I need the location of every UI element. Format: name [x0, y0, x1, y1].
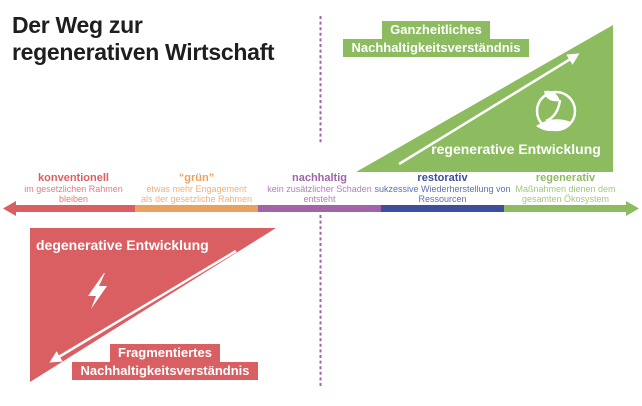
- growth-arrow: [398, 53, 580, 166]
- axis-segment-konventionell: [12, 205, 135, 212]
- page-title: Der Weg zur regenerativen Wirtschaft: [12, 12, 275, 65]
- decline-arrow: [49, 249, 237, 363]
- stage-konventionell: konventionell im gesetzlichen Rahmen ble…: [15, 172, 132, 204]
- stage-description: etwas mehr Engagement als der gesetzlich…: [140, 184, 253, 204]
- stage-description: kein zusätzlicher Schaden entsteht: [267, 184, 372, 204]
- stage-nachhaltig: nachhaltig kein zusätzlicher Schaden ent…: [257, 172, 382, 204]
- degenerative-triangle: [30, 228, 276, 382]
- regenerative-development-label: regenerative Entwicklung: [431, 141, 601, 157]
- stage-description: im gesetzlichen Rahmen bleiben: [24, 184, 123, 204]
- badge-line-2: Nachhaltigkeitsverständnis: [343, 39, 529, 57]
- axis-arrowhead-right: [626, 201, 639, 216]
- axis-segment-regenerativ: [504, 205, 627, 212]
- stage-description: Maßnahmen dienen dem gesamten Ökosystem: [515, 184, 616, 204]
- axis-segment-nachhaltig: [258, 205, 381, 212]
- badge-line-2: Nachhaltigkeitsverständnis: [72, 362, 258, 380]
- badge-line-1: Ganzheitliches: [382, 21, 490, 39]
- fragmented-understanding-badge: Fragmentiertes Nachhaltigkeitsverständni…: [45, 344, 285, 380]
- stage-gruen: “grün” etwas mehr Engagement als der ges…: [140, 172, 253, 204]
- axis-segment-restorativ: [381, 205, 504, 212]
- stage-label: restorativ: [417, 172, 468, 184]
- plant-icon: [535, 90, 577, 132]
- stage-label: konventionell: [38, 172, 109, 184]
- stage-label: nachhaltig: [291, 172, 347, 184]
- stage-description: sukzessive Wiederherstellung von Ressour…: [374, 184, 511, 204]
- axis-segment-gruen: [135, 205, 258, 212]
- regenerative-triangle: [356, 25, 613, 172]
- degenerative-development-label: degenerative Entwicklung: [36, 237, 209, 253]
- axis-arrowhead-left: [3, 201, 16, 216]
- stage-label: regenerativ: [535, 172, 596, 184]
- holistic-understanding-badge: Ganzheitliches Nachhaltigkeitsverständni…: [316, 21, 556, 57]
- lightning-icon: [88, 273, 107, 309]
- stage-label: “grün”: [178, 172, 215, 184]
- stage-regenerativ: regenerativ Maßnahmen dienen dem gesamte…: [503, 172, 628, 204]
- stage-restorativ: restorativ sukzessive Wiederherstellung …: [372, 172, 513, 204]
- badge-line-1: Fragmentiertes: [110, 344, 220, 362]
